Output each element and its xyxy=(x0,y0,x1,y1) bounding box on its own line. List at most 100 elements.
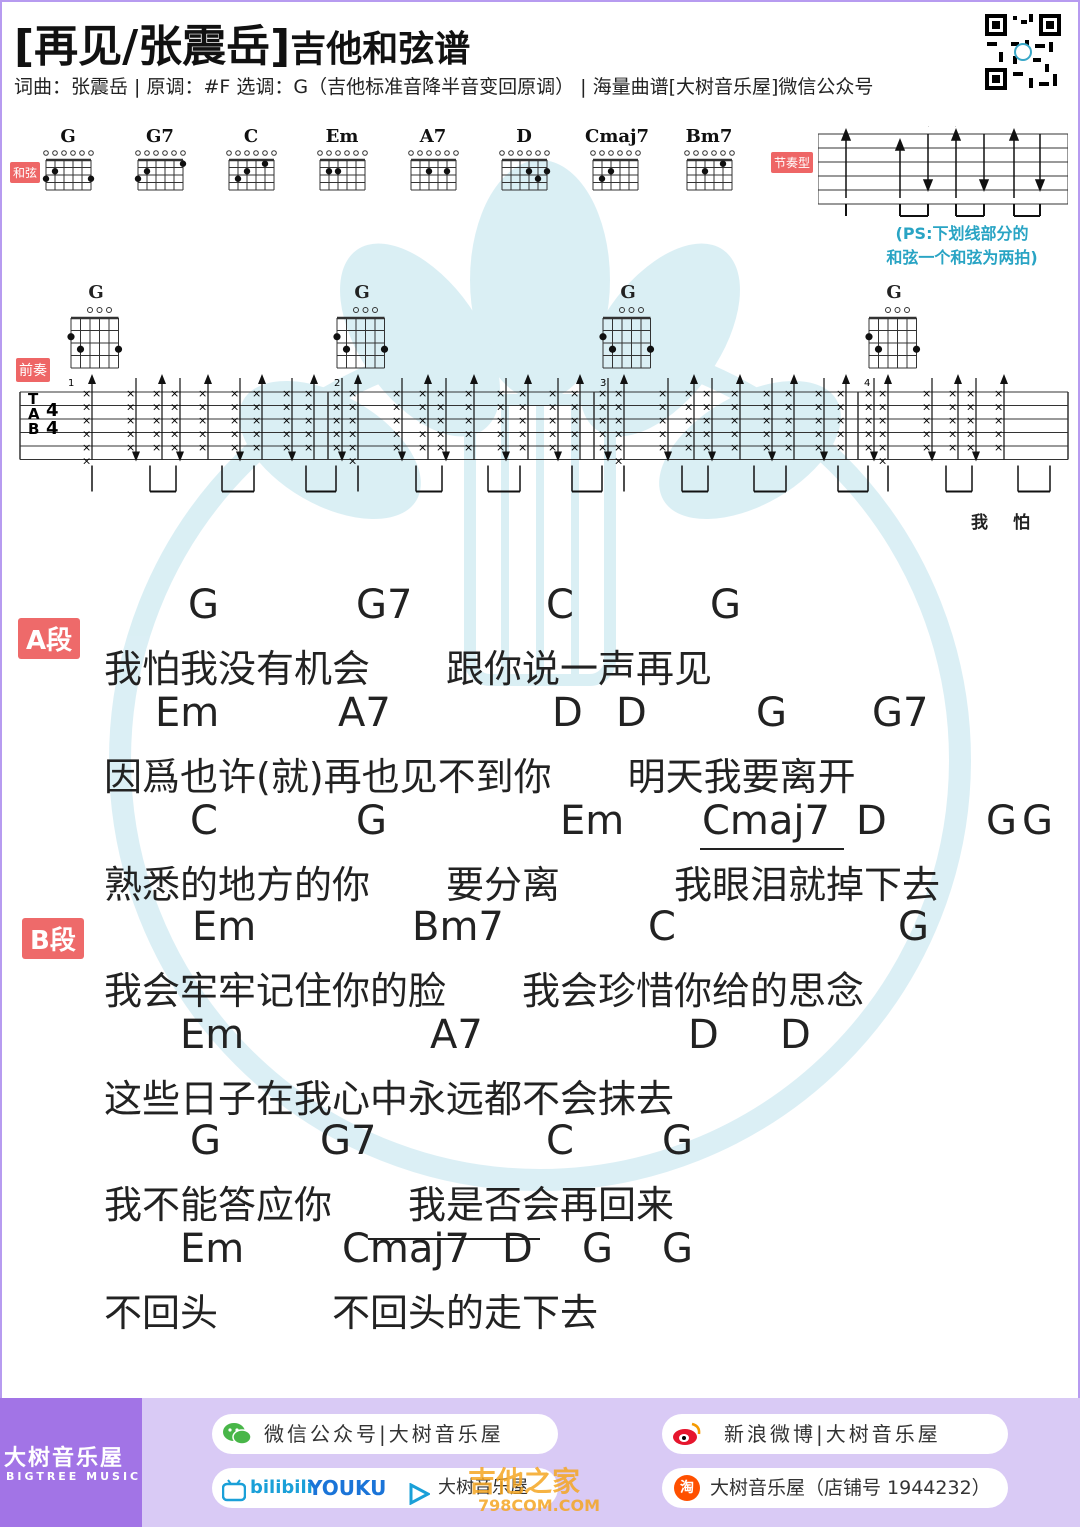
shop-pill[interactable]: 淘 大树音乐屋（店铺号 1944232） xyxy=(662,1468,1008,1508)
svg-text:×: × xyxy=(836,414,845,427)
svg-text:×: × xyxy=(864,414,873,427)
svg-text:T: T xyxy=(28,390,39,408)
svg-text:×: × xyxy=(658,428,667,441)
svg-text:×: × xyxy=(332,428,341,441)
lyric-chord: G xyxy=(582,1226,613,1272)
svg-text:×: × xyxy=(252,387,261,400)
svg-text:×: × xyxy=(836,428,845,441)
ps-note: (PS:下划线部分的 和弦一个和弦为两拍) xyxy=(862,222,1062,270)
svg-text:×: × xyxy=(762,414,771,427)
intro-chord-name: G xyxy=(88,282,104,303)
chord-chart-label: 和弦 xyxy=(10,162,41,183)
svg-text:×: × xyxy=(82,428,91,441)
lyric-chord: G xyxy=(662,1118,693,1164)
intro-fretboard xyxy=(67,307,123,369)
svg-text:×: × xyxy=(598,441,607,454)
svg-text:×: × xyxy=(282,387,291,400)
svg-text:×: × xyxy=(570,441,579,454)
svg-text:×: × xyxy=(436,441,445,454)
svg-text:×: × xyxy=(126,428,135,441)
lyric-chord: D xyxy=(616,690,647,736)
svg-text:×: × xyxy=(282,414,291,427)
credits-line: 词曲：张震岳 | 原调：#F 选调：G（吉他标准音降半音变回原调） | 海量曲谱… xyxy=(14,76,874,98)
svg-text:×: × xyxy=(436,401,445,414)
svg-text:×: × xyxy=(348,414,357,427)
lyric-chord: G xyxy=(710,582,741,628)
lyric-line: 这些日子在我心中永远都不会抹去 xyxy=(104,1077,675,1121)
svg-text:×: × xyxy=(784,428,793,441)
chord-diagram-name: G xyxy=(60,126,76,147)
svg-text:×: × xyxy=(436,428,445,441)
svg-text:×: × xyxy=(464,387,473,400)
svg-text:×: × xyxy=(464,428,473,441)
svg-text:×: × xyxy=(392,401,401,414)
svg-text:×: × xyxy=(548,414,557,427)
svg-text:×: × xyxy=(496,428,505,441)
svg-text:×: × xyxy=(878,428,887,441)
footer-brand-cn: 大树音乐屋 xyxy=(4,1446,125,1471)
svg-text:×: × xyxy=(570,414,579,427)
svg-text:×: × xyxy=(518,414,527,427)
video-pill[interactable]: bilibili YOUKU 大树音乐屋 xyxy=(212,1468,558,1508)
ps-note-line-2: 和弦一个和弦为两拍) xyxy=(886,248,1038,267)
two-beat-underline xyxy=(700,848,844,850)
wechat-pill[interactable]: 微信公众号|大树音乐屋 xyxy=(212,1414,558,1454)
lyric-chord: D xyxy=(688,1012,719,1058)
lyric-line: 我会牢牢记住你的脸 我会珍惜你给的思念 xyxy=(104,969,865,1013)
weibo-pill[interactable]: 新浪微博|大树音乐屋 xyxy=(662,1414,1008,1454)
intro-chord-4: G xyxy=(864,282,924,378)
svg-text:×: × xyxy=(994,441,1003,454)
svg-text:×: × xyxy=(836,441,845,454)
svg-text:×: × xyxy=(518,401,527,414)
svg-text:×: × xyxy=(966,414,975,427)
svg-text:×: × xyxy=(966,387,975,400)
wechat-icon xyxy=(222,1420,252,1448)
svg-text:×: × xyxy=(994,414,1003,427)
svg-text:B: B xyxy=(28,420,39,438)
svg-text:×: × xyxy=(570,428,579,441)
svg-text:×: × xyxy=(614,441,623,454)
lyric-line: 熟悉的地方的你 要分离 我眼泪就掉下去 xyxy=(104,863,941,907)
ps-note-line-1: (PS:下划线部分的 xyxy=(895,224,1029,243)
svg-text:×: × xyxy=(922,387,931,400)
lyric-chord: Cmaj7 xyxy=(702,798,830,844)
svg-text:×: × xyxy=(418,441,427,454)
rhythm-pattern xyxy=(818,126,1068,217)
lyric-chord: Em xyxy=(560,798,625,844)
svg-text:×: × xyxy=(126,414,135,427)
intro-chord-name: G xyxy=(354,282,370,303)
svg-text:×: × xyxy=(814,387,823,400)
svg-text:×: × xyxy=(282,428,291,441)
svg-text:×: × xyxy=(170,401,179,414)
svg-text:×: × xyxy=(994,401,1003,414)
lyric-chord: G7 xyxy=(356,582,413,628)
svg-text:×: × xyxy=(82,455,91,468)
svg-text:×: × xyxy=(252,414,261,427)
lyric-chord: G xyxy=(188,582,219,628)
svg-text:4: 4 xyxy=(46,400,59,421)
chord-diagram-c: C xyxy=(221,126,281,194)
svg-text:×: × xyxy=(332,387,341,400)
svg-text:×: × xyxy=(170,428,179,441)
svg-text:×: × xyxy=(126,387,135,400)
intro-chord-name: G xyxy=(886,282,902,303)
intro-fretboard xyxy=(865,307,921,369)
fretboard-grid xyxy=(134,150,187,191)
intro-chord-name: G xyxy=(620,282,636,303)
fretboard-grid xyxy=(42,150,95,191)
svg-text:×: × xyxy=(684,428,693,441)
title-suffix: 吉他和弦谱 xyxy=(290,29,471,70)
fretboard-grid xyxy=(226,150,277,191)
svg-text:×: × xyxy=(496,401,505,414)
section-b-tag: B段 xyxy=(22,918,84,959)
chord-diagram-name: C xyxy=(243,126,259,147)
svg-text:×: × xyxy=(518,428,527,441)
svg-text:×: × xyxy=(702,414,711,427)
site-watermark: 吉他之家 xyxy=(468,1465,581,1498)
svg-text:×: × xyxy=(922,441,931,454)
lyric-chord: G xyxy=(1022,798,1053,844)
chord-diagram-cmaj7: Cmaj7 xyxy=(585,126,649,194)
lyric-chord: G xyxy=(756,690,787,736)
svg-text:×: × xyxy=(948,414,957,427)
svg-text:2: 2 xyxy=(334,378,340,389)
